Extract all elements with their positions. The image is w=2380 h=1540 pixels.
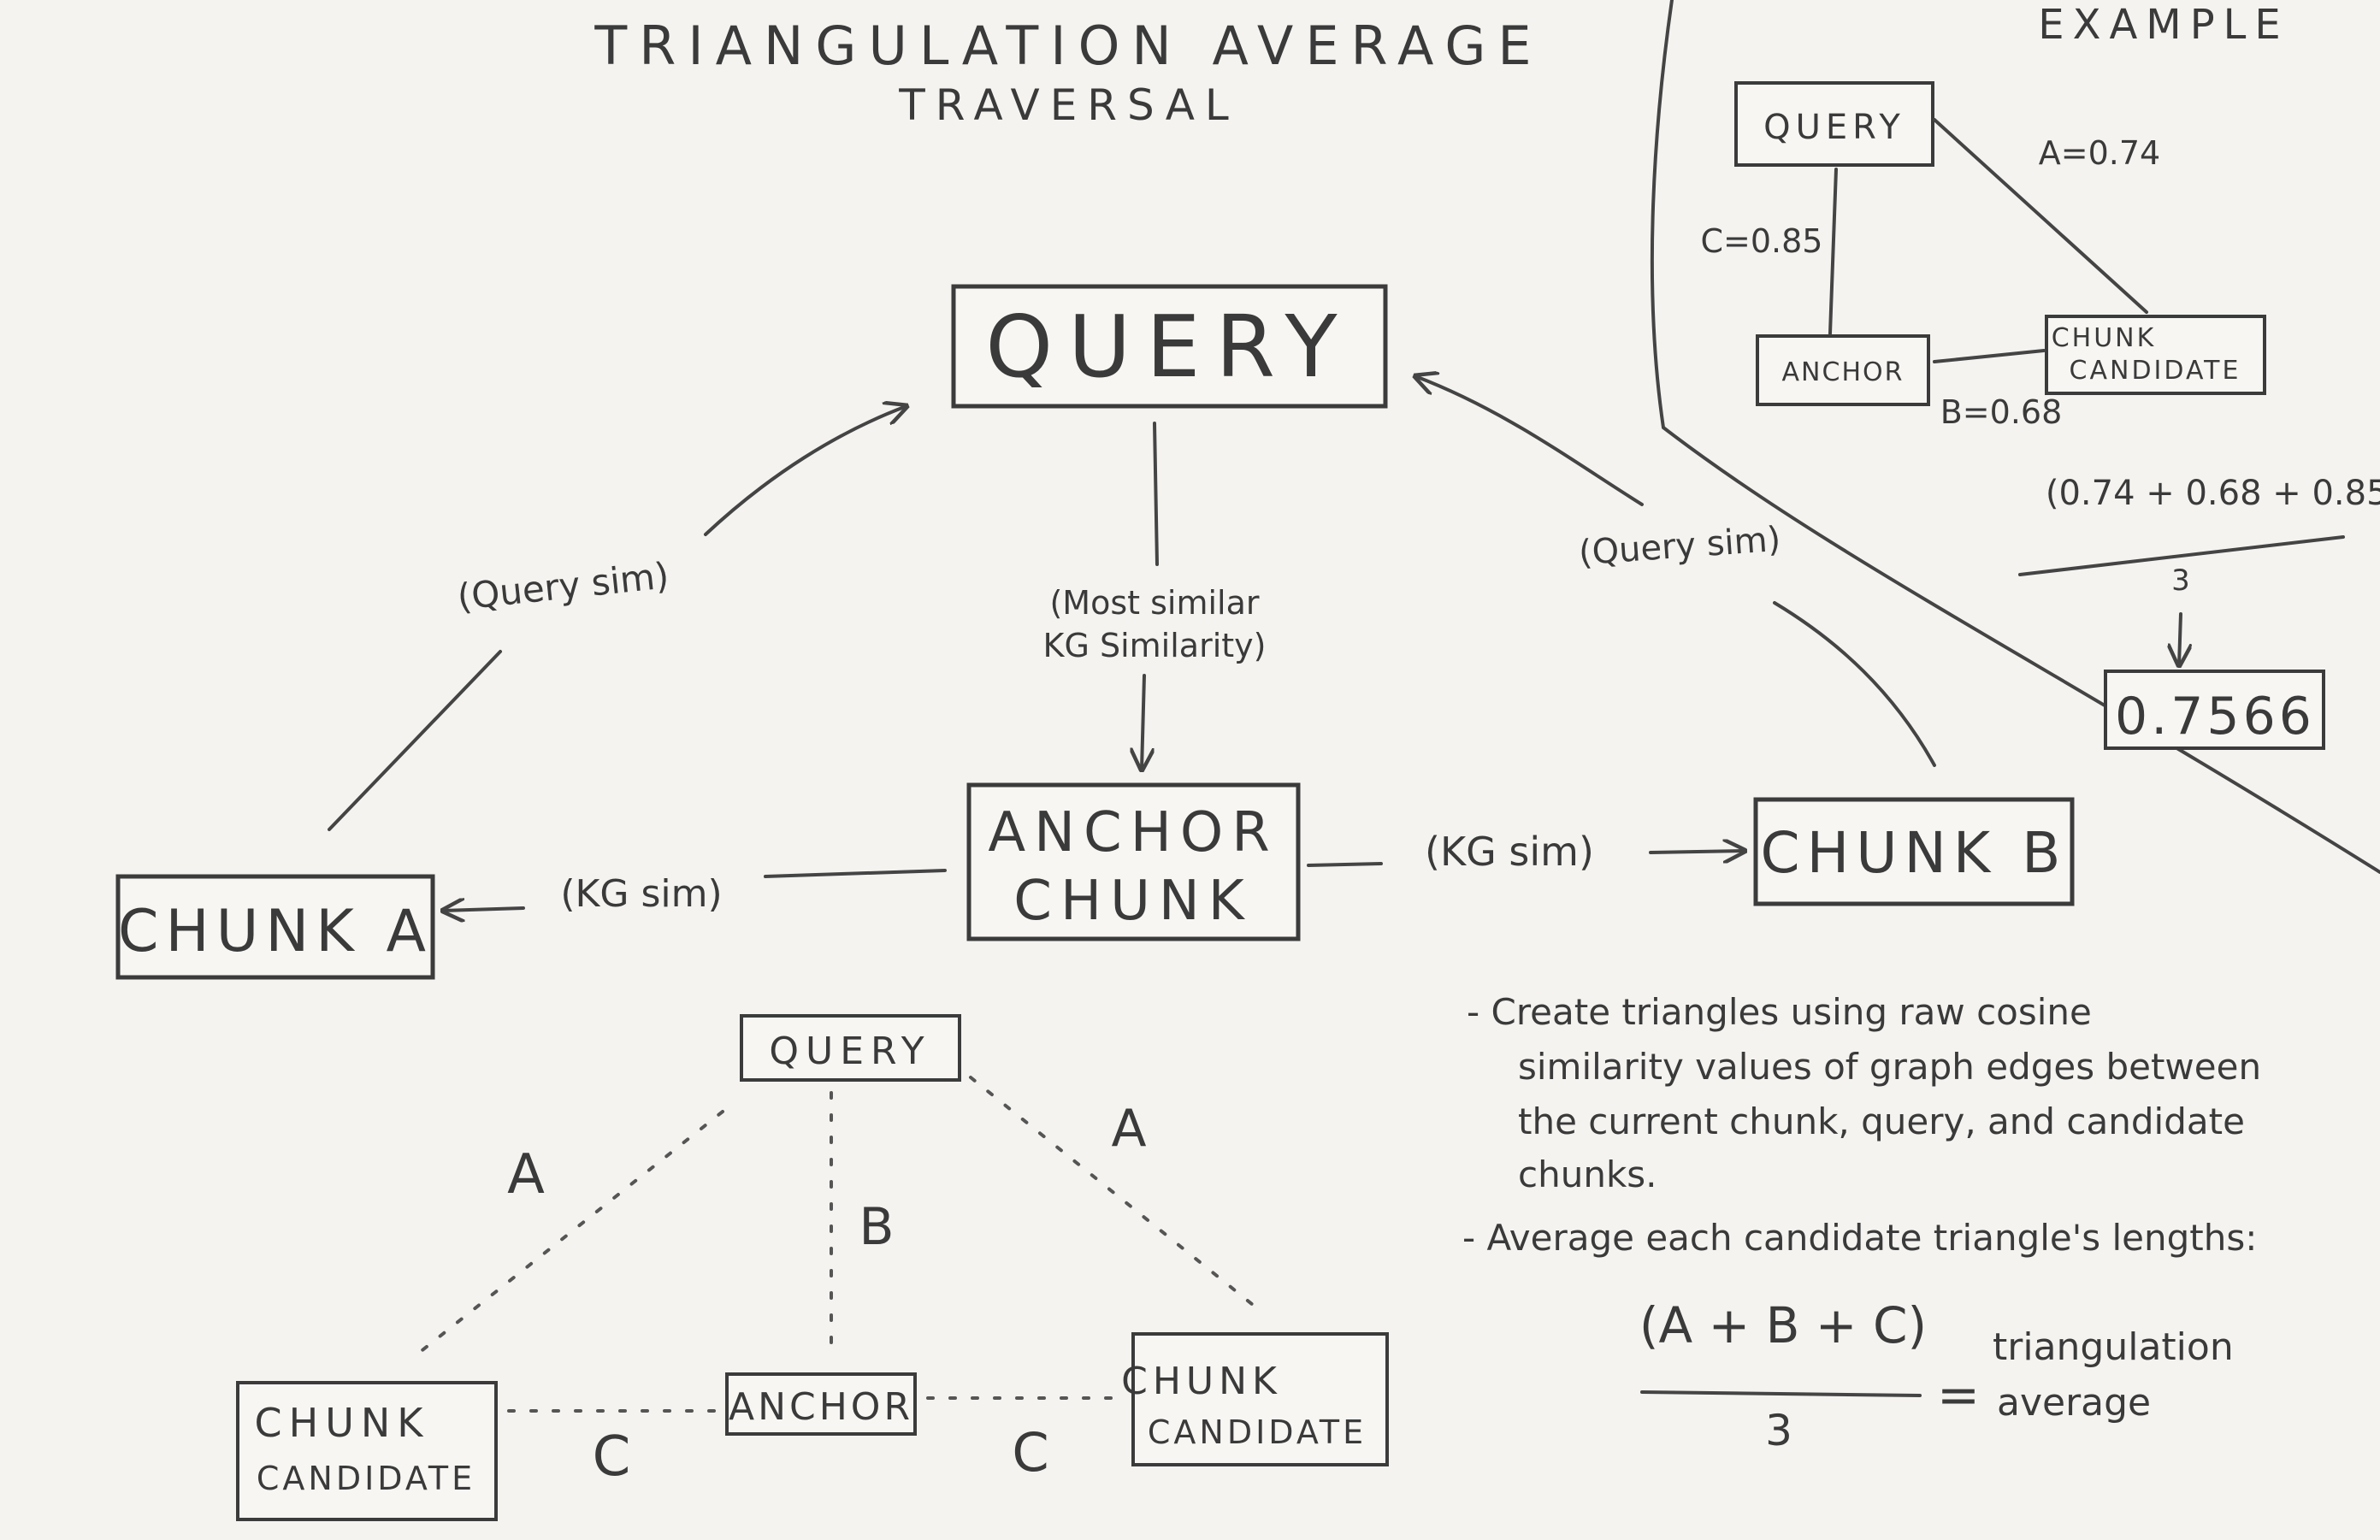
example-anchor-box <box>1756 334 1930 406</box>
formula-denominator: 3 <box>1765 1406 1792 1455</box>
example-result-box <box>2104 670 2325 750</box>
triangle-candidate-right-box <box>1131 1332 1389 1466</box>
anchor-chunk-label-line1: ANCHOR <box>988 801 1278 864</box>
query-sim-left-label: (Query sim) <box>455 554 670 618</box>
triangle-anchor-box <box>725 1372 917 1436</box>
triangle-query-label: QUERY <box>769 1030 930 1073</box>
example-c-value: C=0.85 <box>1701 222 1823 260</box>
diagram-title-line1: TRIANGULATION AVERAGE <box>594 15 1543 77</box>
query-node-box <box>951 284 1388 409</box>
triangle-edge-a-left <box>409 1110 724 1361</box>
formula-equals: = <box>1937 1366 1980 1425</box>
triangle-label-a-left: A <box>507 1143 545 1207</box>
kg-sim-right-label: (KG sim) <box>1425 829 1594 875</box>
anchor-to-chunk-b-line <box>1307 862 1383 867</box>
example-candidate-line1: CHUNK <box>2052 323 2157 353</box>
chunk-a-to-query-line-lower <box>328 650 502 831</box>
example-query-label: QUERY <box>1763 108 1905 147</box>
triangle-candidate-right-line1: CHUNK <box>1121 1360 1282 1403</box>
triangle-label-c-right: C <box>1012 1421 1048 1484</box>
chunk-a-to-query-arrow <box>704 406 907 536</box>
triangle-label-c-left: C <box>593 1425 631 1489</box>
query-to-anchor-arrow <box>1142 674 1144 770</box>
formula-fraction-bar <box>1640 1390 1922 1397</box>
anchor-chunk-label-line2: CHUNK <box>1013 870 1253 933</box>
chunk-b-label: CHUNK B <box>1761 820 2068 886</box>
note-bullet1-line3: the current chunk, query, and candidate <box>1518 1100 2245 1142</box>
example-anchor-label: ANCHOR <box>1782 357 1905 387</box>
triangle-query-box <box>740 1014 961 1082</box>
formula-result-line2: average <box>1997 1381 2151 1425</box>
triangle-candidate-left-line1: CHUNK <box>255 1400 430 1446</box>
triangle-label-b: B <box>859 1197 894 1257</box>
example-query-box <box>1734 81 1934 167</box>
example-down-arrow <box>2179 612 2181 665</box>
example-b-value: B=0.68 <box>1940 393 2063 431</box>
triangle-candidate-left-line2: CANDIDATE <box>257 1460 475 1497</box>
anchor-chunk-box <box>966 782 1301 941</box>
example-result-value: 0.7566 <box>2115 687 2315 746</box>
note-bullet1-line1: - Create triangles using raw cosine <box>1467 991 2092 1033</box>
example-candidate-line2: CANDIDATE <box>2070 356 2241 386</box>
example-candidate-box <box>2045 315 2266 395</box>
example-a-value: A=0.74 <box>2039 134 2160 172</box>
note-bullet1-line2: similarity values of graph edges between <box>1518 1046 2261 1088</box>
query-node-label: QUERY <box>985 297 1352 397</box>
triangle-label-a-right: A <box>1111 1099 1146 1159</box>
diagram-title-line2: TRAVERSAL <box>898 80 1239 130</box>
most-similar-label-line1: (Most similar <box>1049 584 1259 622</box>
formula-result-line1: triangulation <box>1993 1325 2234 1369</box>
example-edge-query-candidate <box>1933 118 2148 314</box>
query-to-anchor-line-top <box>1153 422 1159 566</box>
triangle-candidate-left-box <box>236 1381 498 1521</box>
example-numerator: (0.74 + 0.68 + 0.85) <box>2046 474 2380 513</box>
example-edge-anchor-candidate <box>1933 349 2046 363</box>
chunk-b-box <box>1753 797 2075 906</box>
triangle-anchor-label: ANCHOR <box>729 1385 913 1429</box>
example-edge-query-anchor <box>1828 168 1838 335</box>
chunk-b-to-query-line-lower <box>1773 601 1936 767</box>
note-bullet1-line4: chunks. <box>1518 1154 1657 1195</box>
most-similar-label-line2: KG Similarity) <box>1043 627 1267 664</box>
triangle-candidate-right-line2: CANDIDATE <box>1148 1413 1367 1451</box>
triangle-edge-a-right <box>969 1076 1259 1310</box>
example-heading: EXAMPLE <box>2038 1 2288 49</box>
anchor-to-chunk-a-arrow <box>443 908 525 911</box>
note-bullet2-line1: - Average each candidate triangle's leng… <box>1462 1217 2257 1259</box>
chunk-a-box <box>115 874 435 980</box>
query-sim-right-label: (Query sim) <box>1578 520 1782 573</box>
kg-sim-left-label: (KG sim) <box>560 872 722 916</box>
formula-numerator: (A + B + C) <box>1639 1296 1927 1354</box>
anchor-to-chunk-a-line <box>764 869 947 878</box>
chunk-a-label: CHUNK A <box>118 898 433 965</box>
example-denominator: 3 <box>2171 563 2190 598</box>
anchor-to-chunk-b-arrow <box>1649 851 1745 853</box>
example-fraction-bar <box>2018 535 2345 576</box>
chunk-b-to-query-arrow <box>1415 376 1644 506</box>
